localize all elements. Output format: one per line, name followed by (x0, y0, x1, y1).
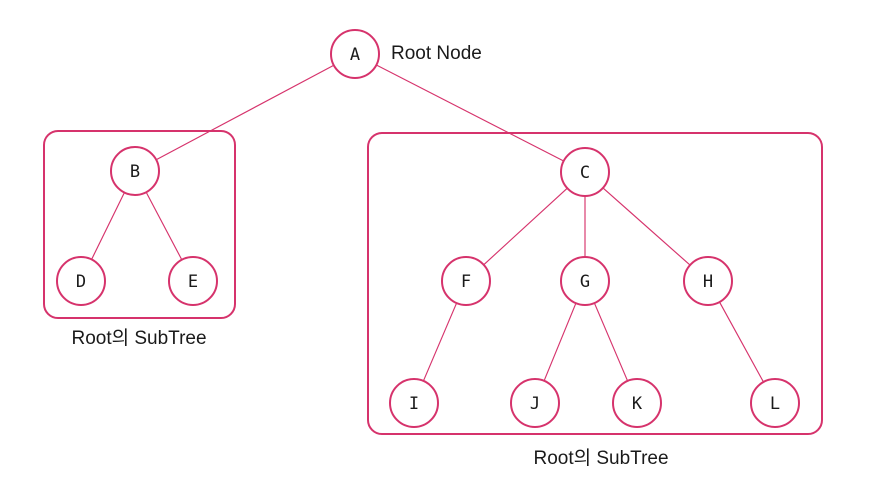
node-circle-k (612, 378, 662, 428)
diagram-annotations: Root Node (391, 43, 482, 64)
node-label-l: L (770, 394, 780, 414)
node-circle-b (110, 146, 160, 196)
node-label-k: K (632, 394, 643, 414)
tree-nodes: A B C D E F G H I J K L (56, 29, 800, 428)
node-circle-h (683, 256, 733, 306)
subtree-caption-right-subtree: Root의 SubTree (533, 447, 668, 469)
subtree-box-left-subtree (43, 130, 236, 319)
node-circle-l (750, 378, 800, 428)
node-circle-f (441, 256, 491, 306)
subtree-group-boxes (43, 130, 823, 435)
node-label-h: H (703, 272, 713, 292)
node-label-b: B (130, 162, 140, 182)
node-label-c: C (580, 163, 590, 183)
tree-node-l[interactable]: L (750, 378, 800, 428)
node-label-e: E (188, 272, 198, 292)
tree-edges (91, 64, 764, 383)
tree-edge-G-J (543, 302, 577, 382)
tree-edge-C-H (602, 187, 691, 266)
node-label-g: G (580, 272, 590, 292)
tree-edge-A-C (376, 64, 564, 162)
tree-edge-F-I (422, 302, 458, 382)
tree-edge-C-F (483, 187, 568, 266)
tree-node-g[interactable]: G (560, 256, 610, 306)
node-circle-e (168, 256, 218, 306)
subtree-box-right-subtree (367, 132, 823, 435)
node-label-i: I (409, 394, 419, 414)
node-label-d: D (76, 272, 86, 292)
node-label-f: F (461, 272, 471, 292)
tree-edge-B-D (91, 192, 125, 260)
root-node-label: Root Node (391, 43, 482, 64)
node-circle-a (330, 29, 380, 79)
tree-edge-H-L (719, 301, 764, 383)
node-circle-g (560, 256, 610, 306)
tree-node-k[interactable]: K (612, 378, 662, 428)
tree-edge-B-E (145, 191, 183, 261)
node-label-a: A (350, 45, 360, 65)
tree-node-e[interactable]: E (168, 256, 218, 306)
node-circle-d (56, 256, 106, 306)
node-label-j: J (530, 394, 540, 414)
tree-node-a[interactable]: A (330, 29, 380, 79)
tree-edge-G-K (593, 302, 629, 382)
node-circle-i (389, 378, 439, 428)
node-circle-j (510, 378, 560, 428)
tree-edge-A-B (155, 64, 335, 161)
tree-node-j[interactable]: J (510, 378, 560, 428)
tree-node-f[interactable]: F (441, 256, 491, 306)
tree-node-h[interactable]: H (683, 256, 733, 306)
tree-node-i[interactable]: I (389, 378, 439, 428)
node-circle-c (560, 147, 610, 197)
tree-node-b[interactable]: B (110, 146, 160, 196)
subtree-caption-left-subtree: Root의 SubTree (71, 327, 206, 349)
tree-node-c[interactable]: C (560, 147, 610, 197)
tree-node-d[interactable]: D (56, 256, 106, 306)
